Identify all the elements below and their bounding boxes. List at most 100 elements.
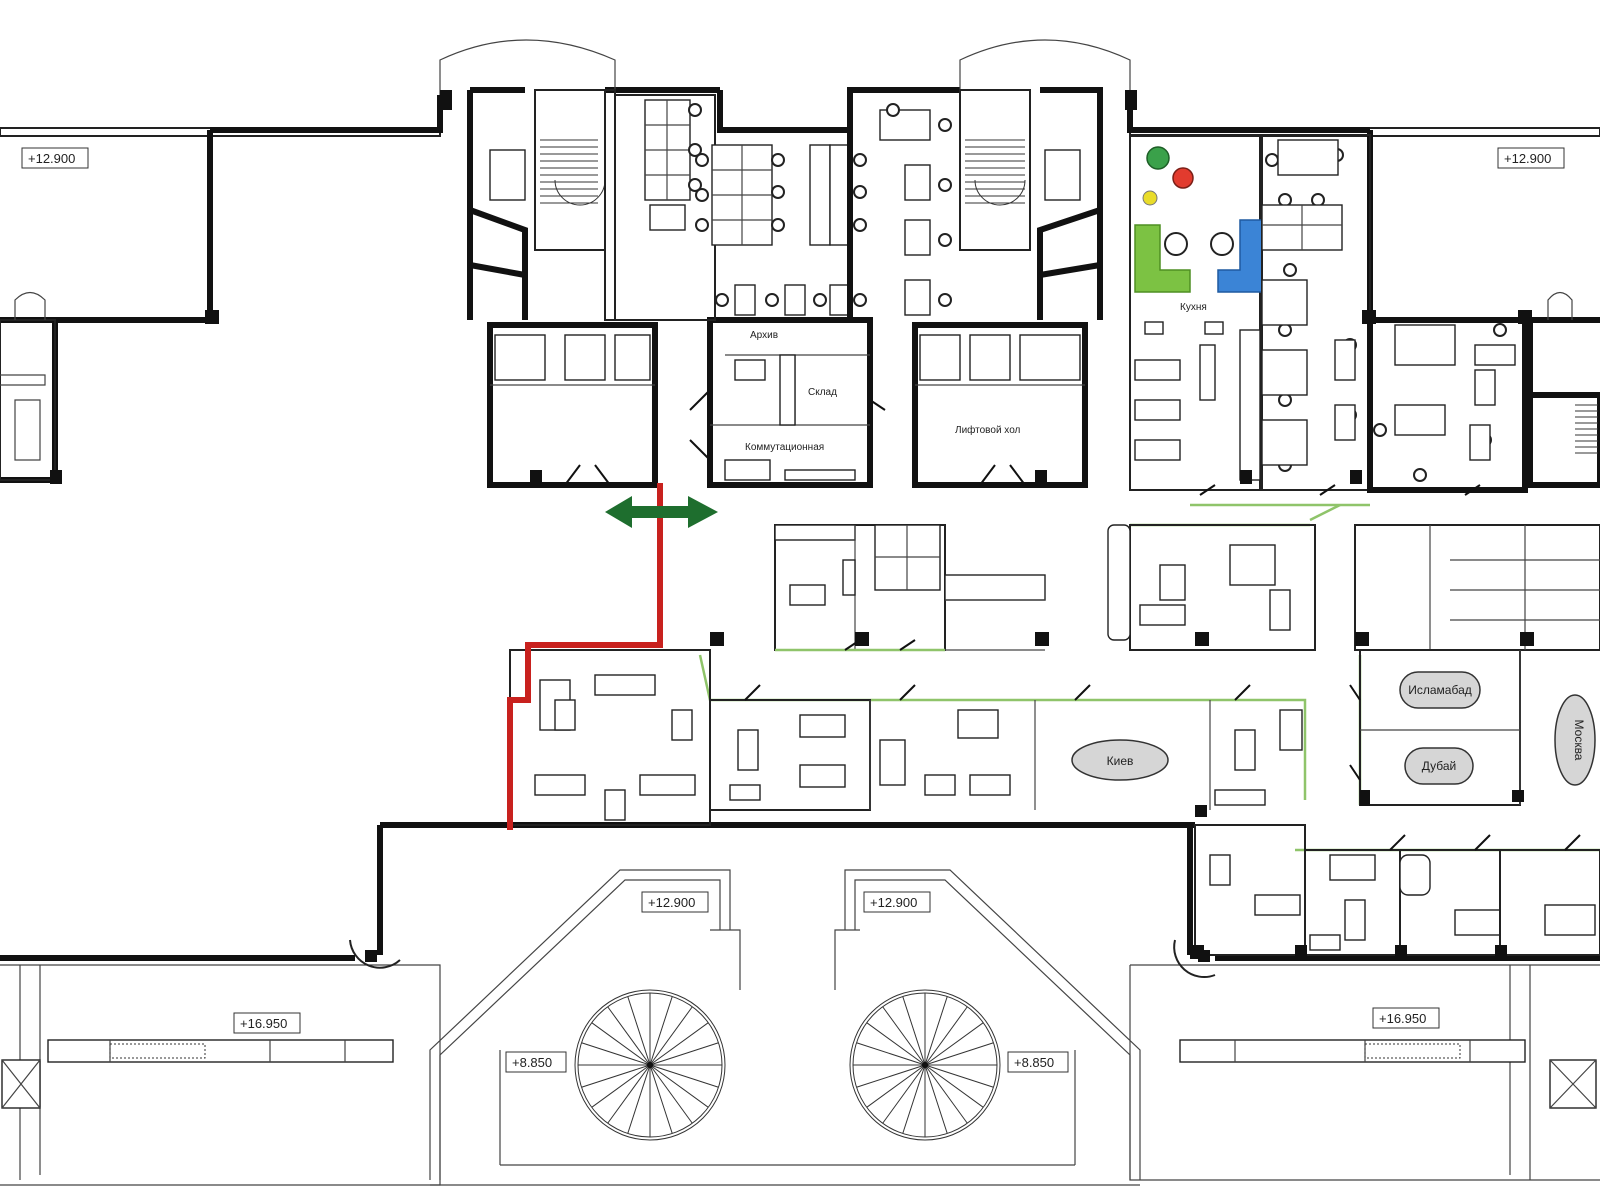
top-open-office bbox=[614, 94, 1507, 482]
chair bbox=[1283, 263, 1297, 277]
chair bbox=[771, 218, 785, 232]
chair bbox=[771, 185, 785, 199]
elevation-tag: +12.900 bbox=[1497, 147, 1565, 169]
svg-text:+12.900: +12.900 bbox=[28, 151, 75, 166]
chair bbox=[938, 118, 952, 132]
storage-label: Склад bbox=[808, 387, 837, 398]
stair-spoke bbox=[902, 996, 926, 1066]
chair bbox=[695, 188, 709, 202]
stair-core-left bbox=[468, 89, 658, 488]
stair-spoke bbox=[649, 996, 673, 1066]
chair bbox=[1278, 393, 1292, 407]
islamabad-label: Исламабад bbox=[1408, 683, 1472, 697]
chair bbox=[1373, 423, 1387, 437]
moscow-table bbox=[1554, 694, 1596, 786]
svg-text:+8.850: +8.850 bbox=[1014, 1055, 1054, 1070]
elevation-tag: +16.950 bbox=[1372, 1007, 1440, 1029]
chair bbox=[1265, 153, 1279, 167]
archive-label: Архив bbox=[750, 330, 778, 341]
kitchen-sofa-green bbox=[1134, 224, 1191, 293]
chair bbox=[695, 218, 709, 232]
chair bbox=[1413, 468, 1427, 482]
chair bbox=[765, 293, 779, 307]
stair-spoke bbox=[581, 1064, 651, 1088]
exterior-walls bbox=[0, 39, 1600, 978]
kitchen-label: Кухня bbox=[1180, 302, 1207, 313]
chair bbox=[853, 293, 867, 307]
kitchen-chair-yellow bbox=[1142, 190, 1158, 206]
stair-spoke bbox=[924, 1042, 994, 1066]
stair-center bbox=[647, 1062, 653, 1068]
stair-spoke bbox=[924, 1022, 984, 1066]
stair-spoke bbox=[649, 1064, 693, 1124]
stair-spoke bbox=[607, 1006, 651, 1066]
dubai-table bbox=[1404, 747, 1474, 785]
stair-spoke bbox=[627, 996, 651, 1066]
stair-spoke bbox=[902, 1064, 926, 1134]
kyiv-label: Киев bbox=[1107, 754, 1134, 768]
stair-spoke bbox=[591, 1022, 651, 1066]
chair bbox=[1311, 193, 1325, 207]
stair-spoke bbox=[627, 1064, 651, 1134]
chair bbox=[688, 143, 702, 157]
elevation-tag: +12.900 bbox=[863, 891, 931, 913]
chair bbox=[1493, 323, 1507, 337]
service-rooms: Архив Склад Коммутационная bbox=[689, 317, 886, 488]
stair-spoke bbox=[924, 1064, 948, 1134]
stair-spoke bbox=[924, 1064, 984, 1108]
stair-spoke bbox=[882, 1064, 926, 1124]
stair-spoke bbox=[856, 1064, 926, 1088]
svg-text:+8.850: +8.850 bbox=[512, 1055, 552, 1070]
dubai-label: Дубай bbox=[1422, 759, 1457, 773]
svg-text:+12.900: +12.900 bbox=[648, 895, 695, 910]
structural-pillars bbox=[50, 90, 1532, 962]
chair bbox=[853, 218, 867, 232]
door-swings bbox=[744, 484, 1581, 851]
middle-right-office bbox=[1107, 524, 1316, 651]
stair-spoke bbox=[866, 1022, 926, 1066]
evacuation-route bbox=[507, 483, 663, 830]
stair-spoke bbox=[649, 1022, 709, 1066]
elevation-tag: +12.900 bbox=[641, 891, 709, 913]
svg-text:+16.950: +16.950 bbox=[1379, 1011, 1426, 1026]
chair bbox=[715, 293, 729, 307]
elevation-tag: +8.850 bbox=[505, 1051, 567, 1073]
stair-spoke bbox=[649, 1064, 673, 1134]
kitchen: Кухня bbox=[1129, 134, 1263, 491]
stair-spoke bbox=[607, 1064, 651, 1124]
spiral-stair-left bbox=[574, 989, 726, 1141]
svg-text:+12.900: +12.900 bbox=[1504, 151, 1551, 166]
spiral-stair-right bbox=[849, 989, 1001, 1141]
moscow-label: Москва bbox=[1572, 720, 1586, 761]
terrace-outlines bbox=[0, 127, 1600, 1186]
stair-spoke bbox=[581, 1042, 651, 1066]
stair-core-right: Лифтовой хол bbox=[912, 89, 1101, 488]
islamabad-table bbox=[1399, 671, 1481, 709]
elevation-tag: +16.950 bbox=[233, 1012, 301, 1034]
stair-spoke bbox=[882, 1006, 926, 1066]
passage-double-arrow bbox=[605, 496, 718, 528]
chair bbox=[886, 103, 900, 117]
elevation-tag: +8.850 bbox=[1007, 1051, 1069, 1073]
stair-spoke bbox=[649, 1064, 709, 1108]
kitchen-chair-red bbox=[1172, 167, 1194, 189]
stair-spoke bbox=[649, 1006, 693, 1066]
stair-spoke bbox=[591, 1064, 651, 1108]
svg-text:+12.900: +12.900 bbox=[870, 895, 917, 910]
svg-text:+16.950: +16.950 bbox=[240, 1016, 287, 1031]
kyiv-table bbox=[1071, 739, 1169, 781]
chair bbox=[695, 153, 709, 167]
kitchen-chair-green bbox=[1146, 146, 1170, 170]
server-room-label: Коммутационная bbox=[745, 442, 824, 453]
restrooms bbox=[1354, 524, 1600, 651]
chair bbox=[938, 178, 952, 192]
stair-spoke bbox=[856, 1042, 926, 1066]
chair bbox=[853, 153, 867, 167]
chair bbox=[938, 233, 952, 247]
stair-spoke bbox=[924, 996, 948, 1066]
chair bbox=[688, 178, 702, 192]
chair bbox=[1278, 193, 1292, 207]
stair-center bbox=[922, 1062, 928, 1068]
bottom-offices: Киев bbox=[509, 632, 1600, 959]
